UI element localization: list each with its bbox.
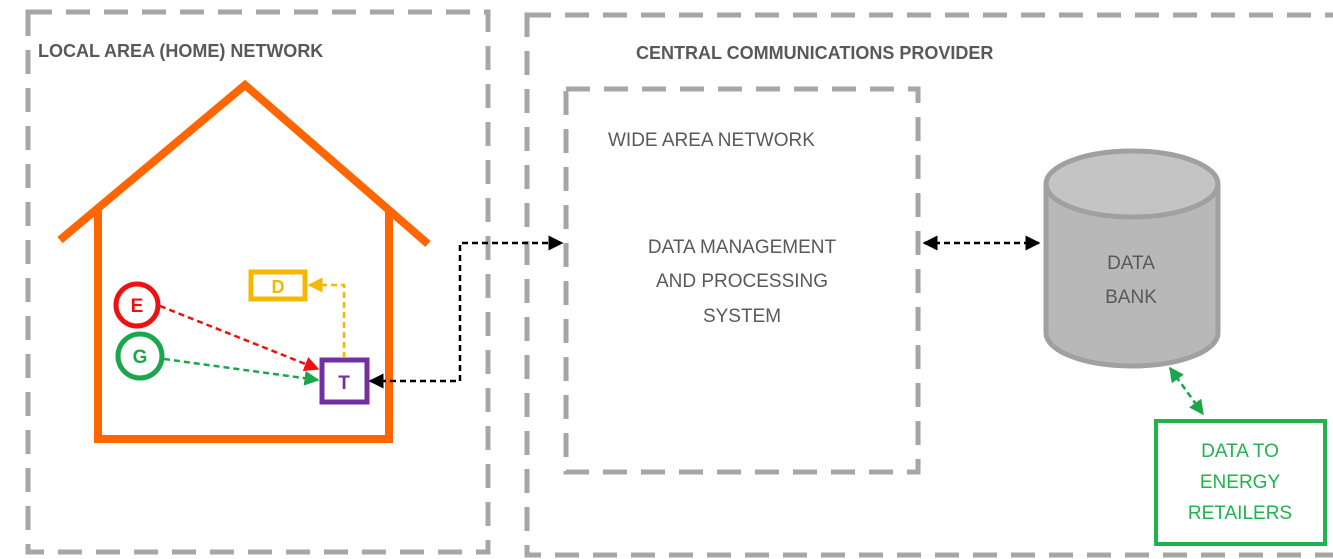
gas-meter-icon: [115, 331, 165, 381]
data-bank-line-2: BANK: [1105, 287, 1157, 308]
data-bank-line-1: DATA: [1107, 253, 1155, 274]
gas-meter-label: G: [133, 347, 148, 368]
electricity-meter-label: E: [131, 296, 144, 317]
electricity-to-hub-arrow: [159, 304, 320, 371]
energy-retailers-box: [1154, 419, 1327, 546]
retailers-line-3: RETAILERS: [1188, 503, 1292, 524]
hub-to-wan-arrow: [368, 235, 564, 389]
system-line-1: DATA MANAGEMENT: [648, 237, 837, 258]
comms-hub-label: T: [338, 373, 350, 394]
house-icon: [57, 79, 431, 443]
gas-to-hub-arrow: [163, 357, 320, 386]
system-line-3: SYSTEM: [703, 306, 781, 327]
local-network-title: LOCAL AREA (HOME) NETWORK: [38, 41, 323, 61]
in-home-display-icon: [248, 269, 308, 302]
databank-to-retailers-arrow: [1168, 366, 1205, 416]
in-home-display-label: D: [272, 277, 285, 297]
provider-title: CENTRAL COMMUNICATIONS PROVIDER: [636, 43, 993, 63]
retailers-line-2: ENERGY: [1200, 472, 1281, 493]
hub-to-display-arrow: [307, 277, 346, 358]
wan-title: WIDE AREA NETWORK: [608, 130, 815, 151]
retailers-line-1: DATA TO: [1201, 441, 1279, 462]
electricity-meter-icon: [113, 281, 161, 329]
wan-boundary: [563, 86, 921, 475]
data-bank-cylinder-icon: [1043, 148, 1221, 369]
system-line-2: AND PROCESSING: [656, 271, 828, 292]
comms-hub-icon: [319, 357, 370, 405]
